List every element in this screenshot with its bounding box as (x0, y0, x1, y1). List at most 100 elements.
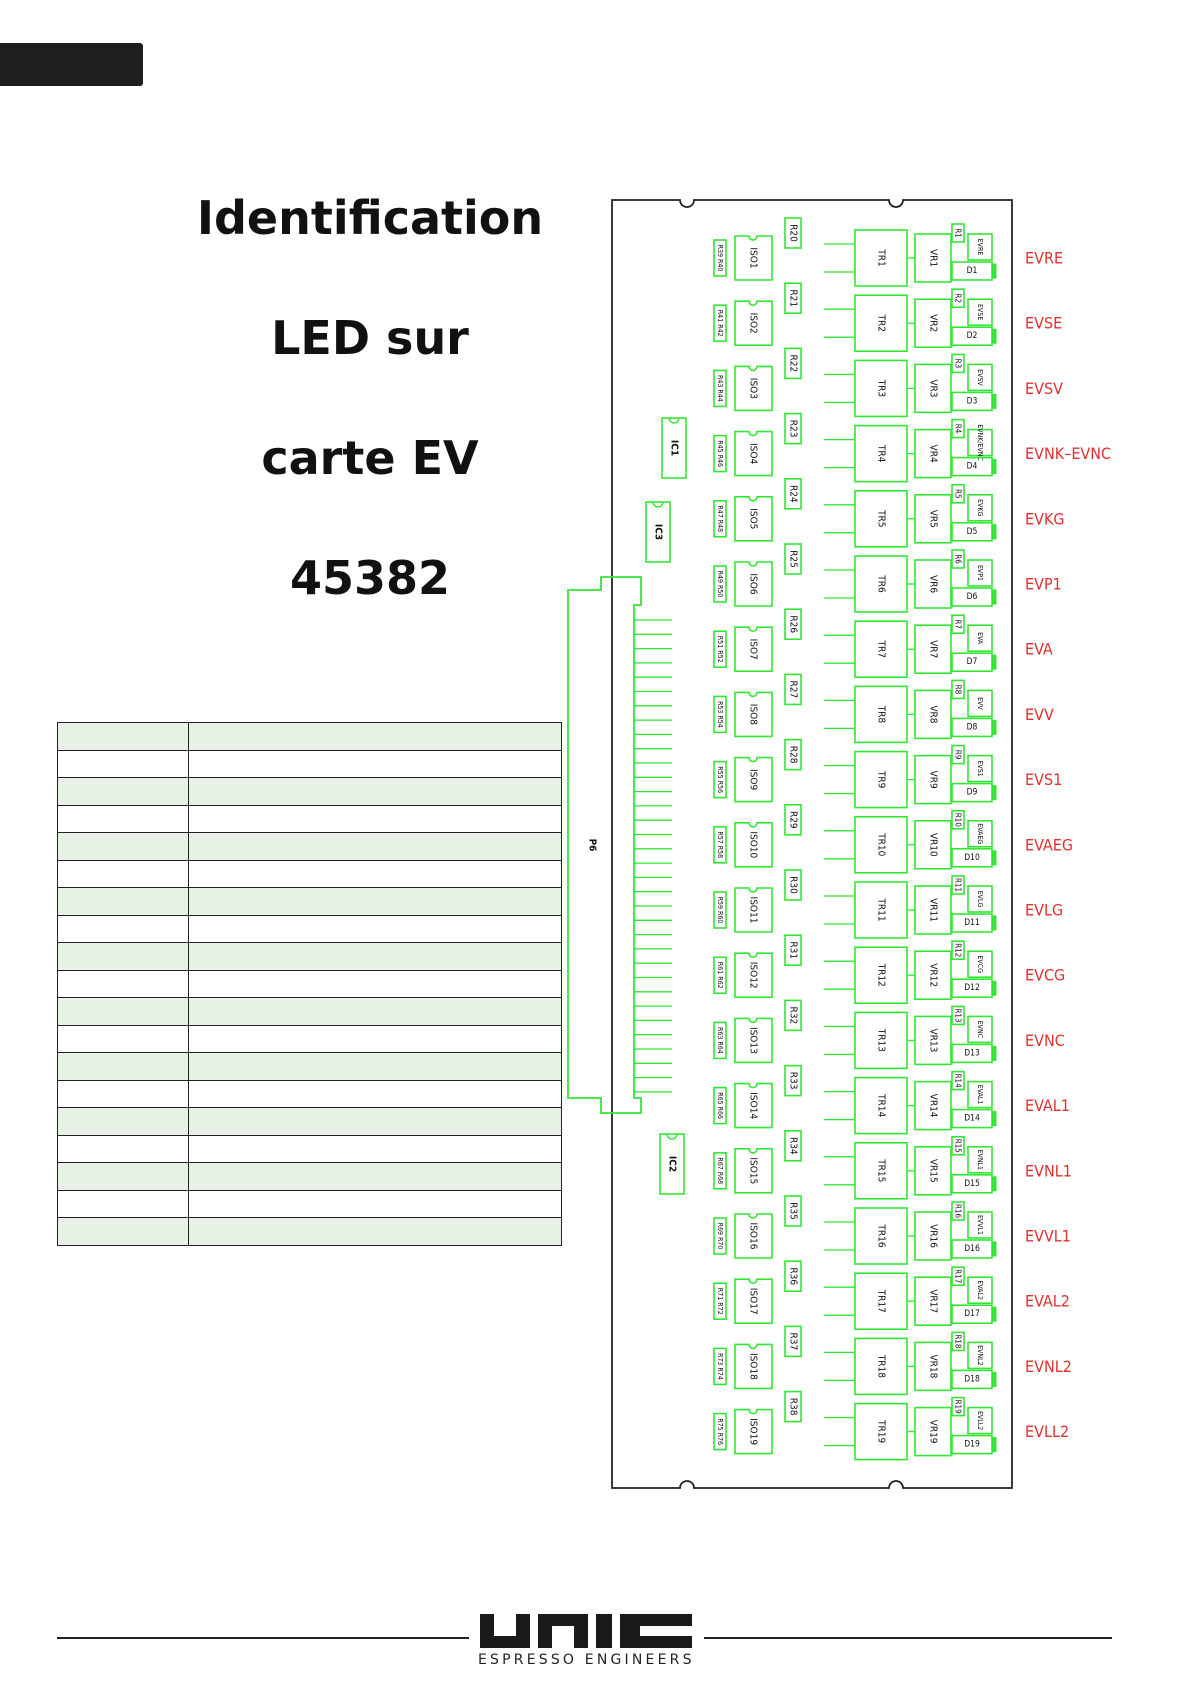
table-cell-function (188, 1024, 562, 1053)
optocoupler (734, 887, 773, 933)
table-row (57, 997, 562, 1026)
table-cell-led (57, 1217, 189, 1246)
led-diode-label: D2 (967, 331, 978, 341)
varistor (914, 1146, 952, 1196)
led-resistor-label: R3 (954, 359, 963, 369)
optocoupler (734, 430, 773, 477)
varistor (914, 1080, 952, 1131)
ev-pad-label: EVAEG (976, 823, 984, 844)
optocoupler-label: ISO1 (748, 247, 759, 268)
resistor-pair (713, 1282, 727, 1320)
resistor (784, 803, 802, 836)
optocoupler-label: ISO18 (748, 1353, 759, 1380)
logo-tagline: ESPRESSO ENGINEERS (478, 1652, 695, 1668)
ev-pad (967, 559, 993, 587)
table-cell-led (57, 832, 189, 861)
triac-label: TR15 (876, 1158, 887, 1182)
resistor (784, 1260, 802, 1292)
led-resistor-label: R9 (954, 750, 963, 760)
optocoupler (734, 365, 773, 412)
led-resistor (951, 1201, 965, 1221)
varistor (914, 1211, 952, 1261)
led-resistor (951, 1331, 965, 1352)
optocoupler (734, 1148, 773, 1194)
resistor (784, 1325, 802, 1358)
optocoupler-label: ISO2 (748, 313, 759, 334)
led-diode-cathode (991, 1176, 997, 1192)
resistor-pair (713, 760, 727, 799)
resistor-label: R38 (788, 1398, 799, 1416)
ev-pad (967, 233, 993, 261)
resistor-pair-label: R73 R74 (716, 1353, 724, 1380)
led-resistor-label: R17 (954, 1269, 963, 1283)
led-diode-cathode (991, 459, 997, 475)
ev-pad-label: EVV (976, 697, 984, 710)
resistor-pair-label: R67 R68 (716, 1157, 724, 1184)
led-diode-cathode (991, 1306, 997, 1322)
ic-label: IC1 (669, 440, 680, 456)
ev-output-label: EVSE (1025, 314, 1062, 333)
table-cell-led (57, 1162, 189, 1191)
ev-output-label: EVP1 (1025, 575, 1062, 594)
led-resistor-label: R19 (954, 1400, 963, 1415)
footer-line-right (704, 1637, 1112, 1639)
triac-label: TR5 (876, 509, 887, 527)
table-row (57, 777, 562, 806)
varistor-label: VR17 (928, 1289, 939, 1313)
optocoupler-label: ISO6 (748, 573, 759, 594)
table-row (57, 914, 562, 943)
ic-notch (652, 501, 664, 508)
ev-pad-label: EVNC (976, 1021, 984, 1039)
optocoupler-label: ISO12 (748, 962, 759, 989)
ic-label: IC2 (667, 1156, 678, 1172)
resistor-pair (713, 565, 727, 603)
ev-output-label: EVAL1 (1025, 1096, 1070, 1115)
table-cell-function (188, 914, 562, 943)
resistor-pair-label: R39 R40 (716, 245, 724, 272)
varistor-label: VR8 (928, 705, 939, 723)
varistor (914, 298, 952, 349)
resistor-pair (713, 239, 727, 277)
led-diode-label: D17 (964, 1309, 980, 1319)
varistor-label: VR1 (928, 249, 939, 267)
led-resistor (951, 483, 965, 504)
varistor (914, 885, 952, 935)
led-resistor-label: R10 (954, 813, 963, 828)
resistor-pair-label: R69 R70 (716, 1223, 724, 1250)
ev-pad-label: EVLG (976, 891, 984, 908)
led-resistor-label: R11 (954, 878, 963, 892)
resistor-pair (713, 369, 727, 408)
ev-pad-label: EVSE (976, 304, 984, 320)
resistor-pair (713, 1086, 727, 1125)
ev-output-label: EVNC (1025, 1031, 1065, 1050)
varistor (914, 559, 952, 609)
led-diode-label: D11 (964, 918, 980, 928)
triac-label: TR11 (876, 897, 887, 921)
table-row (57, 1107, 562, 1136)
ev-output-label: EVV (1025, 705, 1054, 724)
led-resistor (951, 744, 965, 765)
ev-pad (967, 1146, 993, 1174)
led-diode-cathode (991, 393, 997, 409)
table-row (57, 1189, 562, 1218)
title-line-2: LED sur (271, 311, 469, 365)
ev-pad-label: EVSV (976, 369, 984, 386)
triac-label: TR7 (876, 639, 887, 657)
optocoupler-label: ISO17 (748, 1288, 759, 1315)
table-cell-function (188, 1217, 562, 1246)
led-resistor-label: R8 (954, 685, 963, 695)
ev-pad-label: EVRE (976, 239, 984, 256)
resistor-label: R27 (788, 681, 799, 699)
ev-pad-label: EVLL2 (976, 1411, 984, 1430)
led-diode-cathode (991, 328, 997, 344)
triac-label: TR16 (876, 1223, 887, 1247)
led-diode-label: D18 (964, 1374, 980, 1384)
triac-label: TR3 (876, 379, 887, 397)
ev-output-label: EVRE (1025, 249, 1063, 268)
resistor-pair-label: R51 R52 (716, 636, 724, 663)
footer-line-left (57, 1637, 469, 1639)
led-diode-cathode (991, 1045, 997, 1061)
led-resistor (951, 679, 965, 700)
resistor-label: R20 (788, 224, 799, 242)
resistor-pair (713, 1021, 727, 1060)
